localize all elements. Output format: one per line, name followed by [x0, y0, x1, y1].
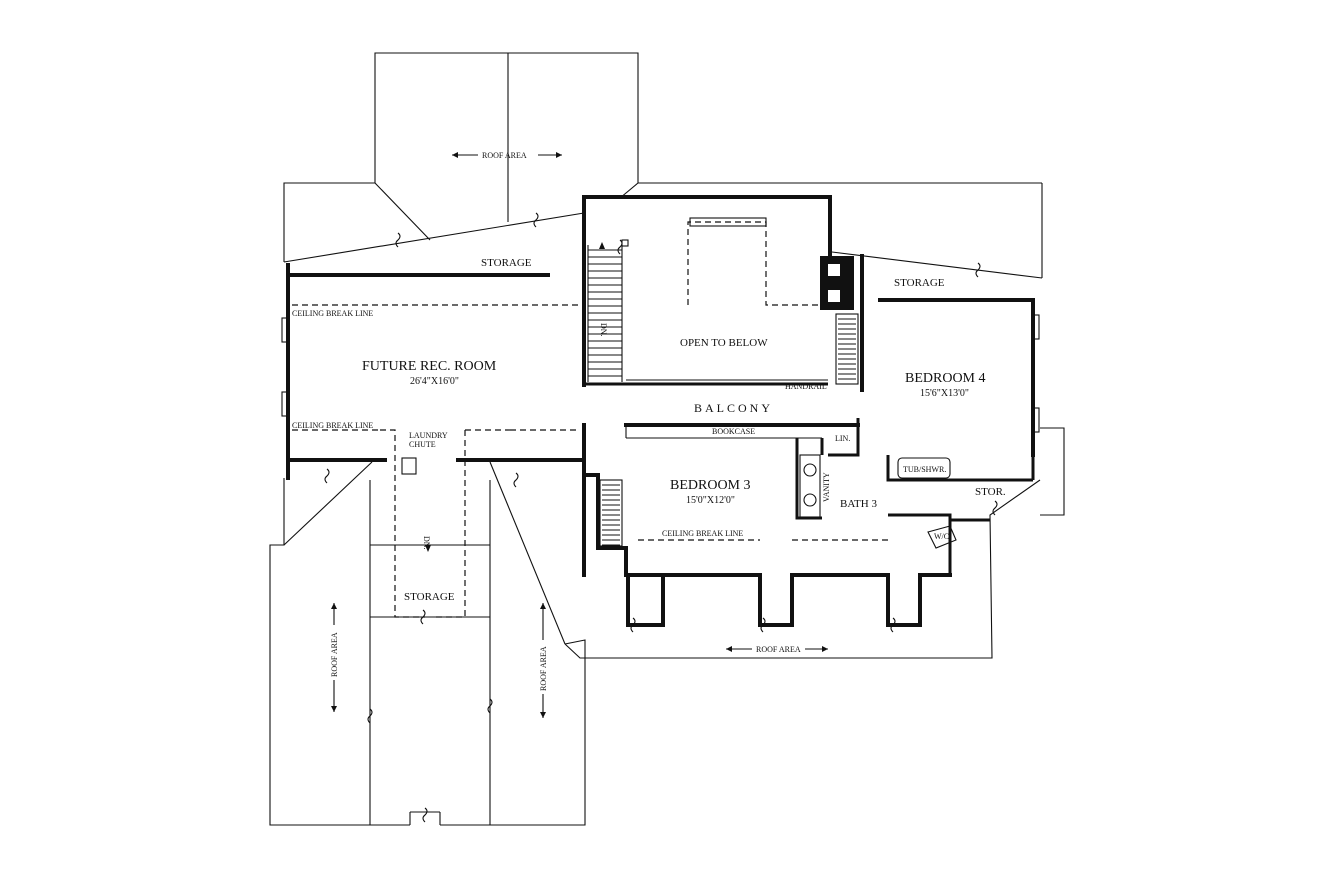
future-rec-room-label: FUTURE REC. ROOM — [362, 359, 497, 374]
balcony-label: BALCONY — [694, 401, 773, 415]
truss-marker — [760, 617, 766, 633]
roof-area-left-label: ROOF AREA — [330, 632, 339, 677]
truss-marker — [617, 239, 623, 255]
closet-outline — [599, 479, 623, 547]
walls — [286, 195, 1035, 627]
roof-area-mid-label: ROOF AREA — [539, 646, 548, 691]
stair-arrow — [599, 242, 605, 249]
window-markers — [281, 314, 1040, 433]
vanity-label: VANITY — [822, 472, 831, 502]
handrail-label: HANDRAIL — [785, 382, 827, 391]
closet-outline — [835, 313, 859, 385]
truss-marker — [487, 698, 493, 714]
chute-label: CHUTE — [409, 440, 436, 449]
closet-hatching — [599, 313, 859, 547]
tub-shower-label: TUB/SHWR. — [903, 465, 946, 474]
storage-bottom-label: STORAGE — [404, 591, 455, 603]
ceiling-break-lines — [292, 221, 888, 618]
truss-marker — [890, 617, 896, 633]
truss-markers — [324, 212, 998, 823]
labels: ROOF AREA STORAGE STORAGE CEILING BREAK … — [292, 151, 1006, 691]
truss-marker — [395, 232, 401, 248]
future-rec-room-dim: 26'4"X16'0" — [410, 376, 459, 387]
truss-marker — [513, 472, 519, 488]
wc-label: W/C — [934, 532, 949, 541]
chimney — [820, 256, 854, 310]
ceiling-break-bed3-label: CEILING BREAK LINE — [662, 529, 743, 538]
ceiling-break-mid-label: CEILING BREAK LINE — [292, 421, 373, 430]
linen-label: LIN. — [835, 434, 850, 443]
truss-marker — [630, 617, 636, 633]
storage-top-right-label: STORAGE — [894, 277, 945, 289]
roof-area-top-label: ROOF AREA — [482, 151, 527, 160]
bedroom4-dim: 15'6"X13'0" — [920, 388, 969, 399]
truss-marker — [533, 212, 539, 228]
bath3-label: BATH 3 — [840, 498, 877, 510]
truss-marker — [975, 262, 981, 278]
stor-label: STOR. — [975, 486, 1006, 498]
laundry-label: LAUNDRY — [409, 431, 448, 440]
bookcase-label: BOOKCASE — [712, 427, 755, 436]
arrows — [331, 152, 828, 718]
bedroom3-label: BEDROOM 3 — [670, 478, 751, 493]
truss-marker — [422, 807, 428, 823]
bedroom3-dim: 15'0"X12'0" — [686, 495, 735, 506]
truss-marker — [420, 609, 426, 625]
roof-area-bottom-label: ROOF AREA — [756, 645, 801, 654]
stair-dn-label: DN. — [599, 323, 608, 337]
lower-dn-label: DN. — [422, 536, 431, 550]
staircase — [587, 242, 623, 382]
roof-outlines — [269, 52, 1065, 826]
truss-marker — [367, 708, 373, 724]
truss-marker — [992, 500, 998, 516]
bedroom4-label: BEDROOM 4 — [905, 371, 986, 386]
open-to-below-label: OPEN TO BELOW — [680, 337, 768, 349]
ceiling-break-top-label: CEILING BREAK LINE — [292, 309, 373, 318]
beam — [689, 217, 767, 227]
storage-top-left-label: STORAGE — [481, 257, 532, 269]
fixtures — [401, 239, 957, 549]
truss-marker — [324, 468, 330, 484]
